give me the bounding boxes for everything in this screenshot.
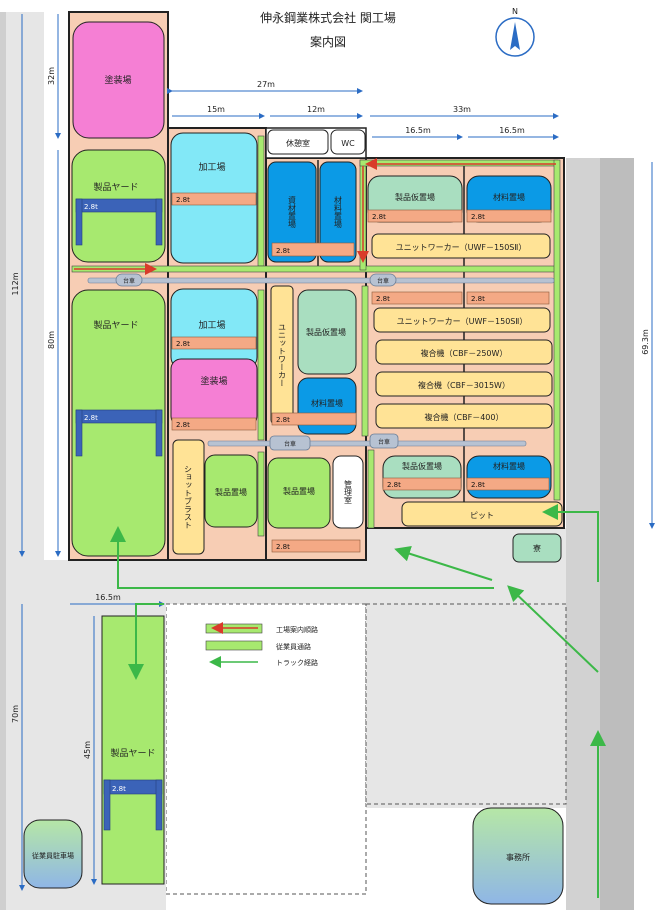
label-office: 事務所 xyxy=(506,852,530,862)
label-unit-worker-vertical: ユニットワーカー xyxy=(278,323,287,387)
label-material-storage-b: 材料置場 xyxy=(334,195,343,229)
crane-label: 2.8t xyxy=(176,421,190,429)
unit-worker-1 xyxy=(371,233,551,259)
label-product-yard-3: 製品ヤード xyxy=(110,747,155,759)
label-paint-shop-2: 塗装場 xyxy=(200,375,227,387)
label-combo-machine-2: 複合機（CBF－3015W） xyxy=(418,380,510,390)
crane-label: 2.8t xyxy=(471,481,485,489)
paint-shop-1 xyxy=(72,21,165,139)
crane-label: 2.8t xyxy=(276,247,290,255)
dim-693: 69.3m xyxy=(641,329,650,355)
label-pit: ピット xyxy=(470,511,494,520)
label-unit-worker-2: ユニットワーカー（UWF－150SⅡ） xyxy=(397,317,528,326)
label-wc: WC xyxy=(341,139,355,148)
label-break-room: 休憩室 xyxy=(286,138,310,148)
product-storage-1 xyxy=(204,454,258,528)
compass-label: N xyxy=(512,7,518,16)
dim-27: 27m xyxy=(257,80,275,89)
break-room xyxy=(267,129,329,155)
crane-label: 2.8t xyxy=(84,414,98,422)
label-product-yard-1: 製品ヤード xyxy=(93,181,138,193)
label-product-storage-1: 製品置場 xyxy=(215,487,247,497)
dim-80: 80m xyxy=(47,331,56,349)
label-material-storage-a: 資材置場 xyxy=(288,195,297,229)
temp-storage-center xyxy=(297,289,357,375)
legend-employee-route: 従業員通路 xyxy=(276,642,311,651)
dim-112: 112m xyxy=(11,272,20,295)
label-material-storage-c: 材料置場 xyxy=(311,398,343,408)
material-storage-b xyxy=(319,161,357,263)
crane-label: 2.8t xyxy=(176,196,190,204)
crane-label: 2.8t xyxy=(471,213,485,221)
dim-45: 45m xyxy=(83,741,92,759)
label-material-storage-3: 材料置場 xyxy=(493,461,525,471)
empty-lot xyxy=(165,603,367,895)
combo-machine-2 xyxy=(375,371,553,397)
label-processing-2: 加工場 xyxy=(198,319,225,331)
label-processing-1: 加工場 xyxy=(198,161,225,173)
paint-shop-2 xyxy=(170,358,258,427)
cart-label: 台車 xyxy=(377,277,389,285)
crane-label: 2.8t xyxy=(276,416,290,424)
cart-label: 台車 xyxy=(284,440,296,448)
cart-label: 台車 xyxy=(378,438,390,446)
label-product-yard-2: 製品ヤード xyxy=(93,319,138,331)
dim-12: 12m xyxy=(307,105,325,114)
label-temp-storage-3: 製品仮置場 xyxy=(402,461,442,471)
combo-machine-3 xyxy=(375,403,553,429)
dim-16b: 16.5m xyxy=(499,126,525,135)
label-temp-storage-center: 製品仮置場 xyxy=(306,327,346,337)
legend-truck-route: トラック経路 xyxy=(276,658,318,667)
label-unit-worker-1: ユニットワーカー（UWF－150SⅡ） xyxy=(396,243,527,252)
page-subtitle: 案内図 xyxy=(310,34,346,49)
crane-label: 2.8t xyxy=(276,543,290,551)
crane-label: 2.8t xyxy=(372,213,386,221)
dim-15: 15m xyxy=(207,105,225,114)
product-storage-2 xyxy=(267,457,331,529)
wc xyxy=(330,129,366,155)
label-admin-room: 管理室 xyxy=(344,479,353,504)
dim-70: 70m xyxy=(11,705,20,723)
material-storage-a xyxy=(267,161,317,263)
label-combo-machine-3: 複合機（CBF－400） xyxy=(425,412,504,422)
combo-machine-1 xyxy=(375,339,553,365)
crane-label: 2.8t xyxy=(387,481,401,489)
dormitory xyxy=(512,533,562,563)
label-product-storage-2: 製品置場 xyxy=(283,486,315,496)
cart-label: 台車 xyxy=(123,277,135,285)
label-dormitory: 寮 xyxy=(533,543,541,553)
label-paint-shop-1: 塗装場 xyxy=(104,74,131,86)
label-combo-machine-1: 複合機（CBF－250W） xyxy=(421,348,508,358)
pit xyxy=(401,501,563,527)
label-shot-blast: ショットブラスト xyxy=(184,465,193,529)
dim-16c: 16.5m xyxy=(95,593,121,602)
crane-label: 2.8t xyxy=(471,295,485,303)
crane-label: 2.8t xyxy=(84,203,98,211)
legend-guide-route: 工場案内順路 xyxy=(276,625,318,634)
crane-label: 2.8t xyxy=(112,785,126,793)
label-material-storage-1: 材料置場 xyxy=(493,192,525,202)
company-title: 伸永鋼業株式会社 関工場 xyxy=(260,10,396,25)
crane-label: 2.8t xyxy=(376,295,390,303)
label-temp-storage-1: 製品仮置場 xyxy=(395,192,435,202)
dim-32: 32m xyxy=(47,67,56,85)
shot-blast xyxy=(172,439,205,555)
dim-33: 33m xyxy=(453,105,471,114)
employee-parking xyxy=(23,819,83,889)
admin-room xyxy=(332,455,364,529)
office xyxy=(472,807,564,905)
crane-label: 2.8t xyxy=(176,340,190,348)
dim-16a: 16.5m xyxy=(405,126,431,135)
label-parking: 従業員駐車場 xyxy=(32,851,74,860)
product-yard-3 xyxy=(101,615,165,885)
unit-worker-2 xyxy=(373,307,551,333)
